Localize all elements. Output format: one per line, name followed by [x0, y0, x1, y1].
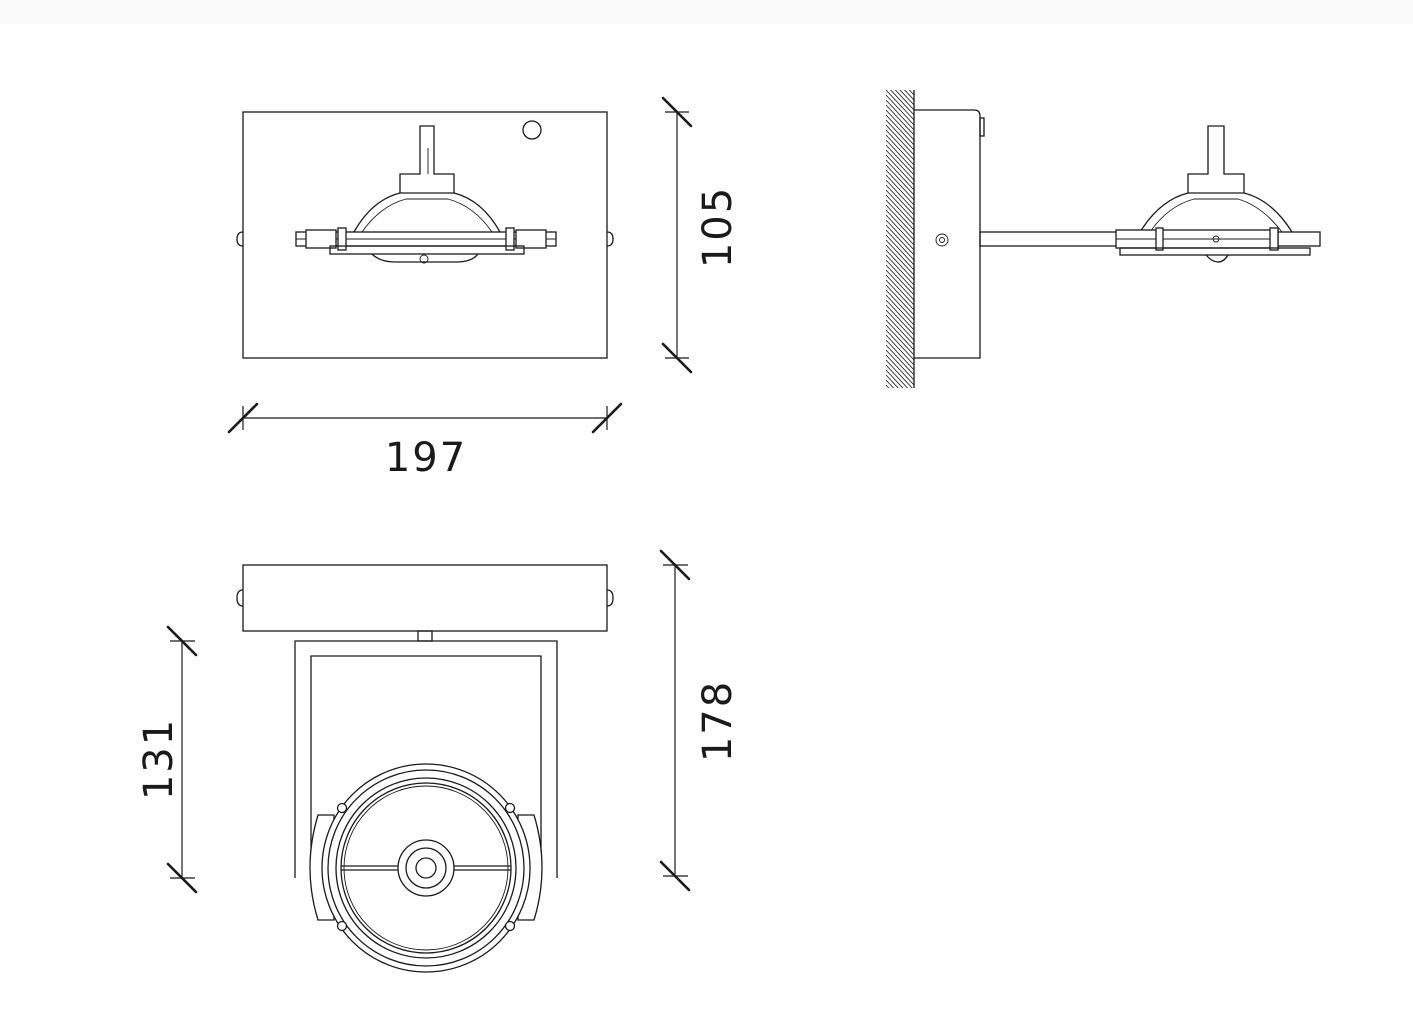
hatch-line	[886, 104, 914, 136]
hatch-line	[886, 229, 914, 261]
hatch-line	[886, 334, 914, 366]
hatch-line	[886, 159, 914, 191]
wall-hatch	[886, 50, 914, 420]
hatch-line	[886, 114, 914, 146]
hatch-line	[886, 329, 914, 361]
hatch-line	[886, 50, 914, 80]
hatch-line	[886, 214, 914, 246]
hatch-line	[886, 204, 914, 236]
hatch-line	[886, 269, 914, 301]
front-mounting-plate	[242, 111, 608, 359]
hatch-line	[886, 264, 914, 296]
front-height-label: 105	[695, 186, 741, 268]
front-left-pin	[236, 231, 244, 247]
hatch-line	[886, 129, 914, 161]
hatch-line	[886, 224, 914, 256]
hatch-line	[886, 294, 914, 326]
hatch-line	[886, 124, 914, 156]
hatch-line	[886, 194, 914, 226]
hatch-line	[886, 299, 914, 331]
side-screw-outer	[935, 233, 949, 247]
side-screw-inner	[939, 237, 945, 243]
hatch-line	[904, 90, 914, 101]
hatch-line	[886, 304, 914, 336]
side-view	[886, 50, 1321, 420]
hatch-line	[886, 289, 914, 321]
hatch-line	[886, 324, 914, 356]
hatch-line	[886, 99, 914, 131]
bottom-stem	[417, 630, 433, 642]
hatch-line	[886, 309, 914, 341]
hatch-line	[886, 119, 914, 151]
front-screw-hole	[522, 120, 542, 140]
hatch-line	[886, 144, 914, 176]
hatch-line	[894, 90, 914, 111]
hatch-line	[886, 344, 914, 376]
hatch-line	[899, 90, 914, 106]
hatch-line	[886, 199, 914, 231]
side-base	[914, 109, 981, 359]
front-right-pin	[606, 231, 614, 247]
hatch-line	[886, 134, 914, 166]
hatch-line	[886, 209, 914, 241]
hatch-line	[886, 109, 914, 141]
hatch-line	[886, 94, 914, 126]
hatch-line	[886, 349, 914, 381]
hatch-line	[890, 90, 914, 116]
hatch-line	[886, 279, 914, 311]
bottom-base-plate	[242, 564, 608, 632]
front-view: 105 197	[227, 96, 741, 481]
hatch-line	[886, 359, 913, 388]
bottom-depth-label: 131	[136, 718, 182, 800]
hatch-line	[886, 164, 914, 196]
hatch-line	[886, 319, 914, 351]
hatch-line	[886, 55, 914, 85]
front-width-label: 197	[385, 435, 467, 481]
hatch-line	[886, 179, 914, 211]
hatch-line	[886, 364, 909, 388]
hatch-line	[886, 244, 914, 276]
hatch-line	[886, 239, 914, 271]
hatch-line	[886, 390, 914, 420]
bottom-yoke-outer	[294, 640, 558, 878]
hatch-line	[886, 249, 914, 281]
hatch-line	[886, 384, 890, 388]
front-width-dimension: 197	[227, 402, 623, 481]
side-spot-head	[1115, 125, 1311, 263]
hatch-line	[886, 339, 914, 371]
hatch-line	[886, 354, 914, 386]
bottom-lens	[340, 782, 512, 954]
bottom-length-dimension: 178	[659, 549, 741, 892]
front-height-dimension: 105	[661, 96, 741, 374]
hatch-line	[886, 219, 914, 251]
hatch-line	[886, 369, 904, 388]
top-band	[0, 0, 1413, 24]
hatch-line	[886, 259, 914, 291]
hatch-line	[886, 254, 914, 286]
hatch-line	[886, 274, 914, 306]
hatch-line	[886, 234, 914, 266]
hatch-line	[886, 154, 914, 186]
hatch-line	[886, 184, 914, 216]
hatch-line	[886, 174, 914, 206]
bottom-yoke-inner	[310, 655, 542, 878]
bottom-view: 131 178	[136, 549, 741, 973]
hatch-line	[886, 169, 914, 201]
hatch-line	[886, 139, 914, 171]
hatch-line	[886, 149, 914, 181]
hatch-line	[886, 314, 914, 346]
hatch-line	[886, 374, 899, 388]
hatch-line	[886, 284, 914, 316]
hatch-line	[886, 379, 895, 388]
hatch-line	[913, 90, 914, 91]
bottom-depth-dimension: 131	[136, 625, 198, 894]
hatch-line	[886, 90, 914, 121]
front-spot-head	[295, 125, 557, 264]
hatch-line	[886, 189, 914, 221]
bottom-length-label: 178	[695, 680, 741, 762]
